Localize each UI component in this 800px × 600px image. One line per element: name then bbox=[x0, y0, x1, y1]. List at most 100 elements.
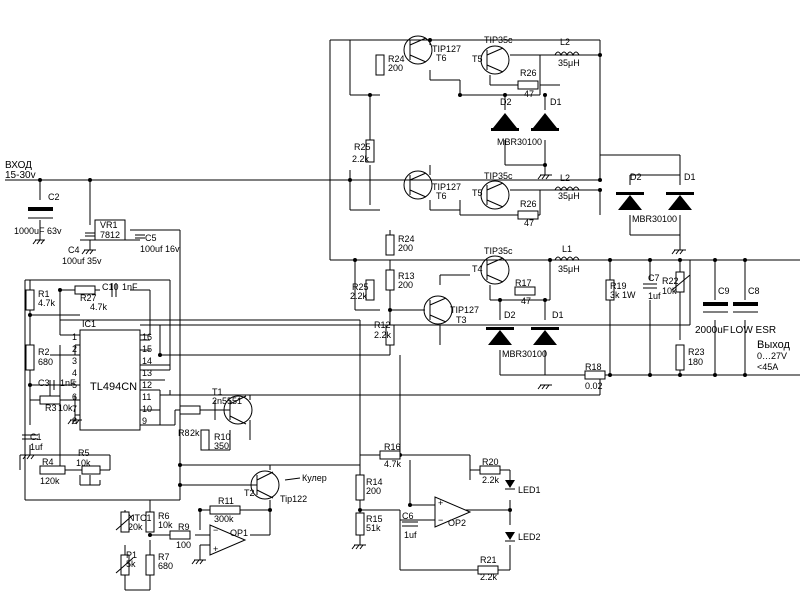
t5-ref: T5 bbox=[472, 188, 483, 198]
capacitor-c3: C3 1nF bbox=[38, 378, 76, 390]
ic1-tl494: IC1 TL494CN 1 2 3 4 5 6 7 8 16 15 14 13 … bbox=[72, 319, 152, 431]
r3-ref: R3 bbox=[45, 403, 57, 413]
c9-ref: C9 bbox=[718, 286, 730, 296]
r21-value: 2.2k bbox=[480, 572, 498, 582]
ntc1-value: 20k bbox=[128, 522, 143, 532]
t6-part: TIP127 bbox=[432, 44, 461, 54]
t5-ref: T5 bbox=[472, 54, 483, 64]
r26-value: 47 bbox=[524, 218, 534, 228]
d1-ref: D1 bbox=[552, 310, 564, 320]
resistor-r2: R2 680 bbox=[25, 344, 53, 371]
indicator-section: R16 4.7k R14 200 R15 51k C6 1uf + − OP2 … bbox=[355, 442, 541, 582]
pin-label: 1 bbox=[72, 332, 77, 342]
r23-ref: R23 bbox=[688, 347, 705, 357]
r2-ref: R2 bbox=[38, 347, 50, 357]
pin-label: 5 bbox=[72, 380, 77, 390]
r6-ref: R6 bbox=[158, 511, 170, 521]
capacitor-c1: C1 1uf bbox=[22, 432, 43, 452]
op2-plus: + bbox=[438, 498, 443, 508]
vr1-part: 7812 bbox=[100, 230, 120, 240]
pin-label: 3 bbox=[72, 356, 77, 366]
r27-ref: R27 bbox=[80, 293, 97, 303]
output-voltage: 0…27V bbox=[757, 351, 787, 361]
r1-ref: R1 bbox=[38, 289, 50, 299]
wiring bbox=[5, 39, 800, 591]
p1-ref: P1 bbox=[126, 550, 137, 560]
r9-ref: R9 bbox=[178, 522, 190, 532]
l1-value: 35μH bbox=[558, 264, 580, 274]
r25-value: 2.2k bbox=[350, 291, 368, 301]
pin-label: 2 bbox=[72, 344, 77, 354]
t6-ref: T6 bbox=[436, 53, 447, 63]
l2-ref: L2 bbox=[560, 173, 570, 183]
r22-ref: R22 bbox=[662, 276, 679, 286]
output-title: Выход bbox=[757, 339, 790, 351]
r21-ref: R21 bbox=[480, 555, 497, 565]
r26-value: 47 bbox=[524, 89, 534, 99]
led1-label: LED1 bbox=[518, 485, 541, 495]
resistor-r3: R3 10k bbox=[39, 395, 73, 413]
c10-value: 1nF bbox=[122, 282, 138, 292]
r10-value: 350 bbox=[214, 441, 229, 451]
r3-value: 10k bbox=[58, 403, 73, 413]
pin-label: 14 bbox=[142, 356, 152, 366]
resistor-r27: R27 4.7k bbox=[74, 285, 108, 312]
pin-label: 15 bbox=[142, 344, 152, 354]
r17-ref: R17 bbox=[515, 278, 532, 288]
r7-value: 680 bbox=[158, 561, 173, 571]
r19-value: 3k 1W bbox=[610, 290, 636, 300]
t6-ref: T6 bbox=[436, 191, 447, 201]
r7-ref: R7 bbox=[158, 552, 170, 562]
c6-ref: C6 bbox=[402, 511, 414, 521]
capacitor-c5: C5 100uf 16v bbox=[135, 233, 180, 254]
r8-value: 2k bbox=[190, 428, 200, 438]
r15-value: 51k bbox=[366, 523, 381, 533]
r18-value: 0.02 bbox=[585, 381, 603, 391]
c5-value: 100uf 16v bbox=[140, 244, 180, 254]
vr1-ref: VR1 bbox=[100, 220, 118, 230]
r23-value: 180 bbox=[688, 357, 703, 367]
diode-part: MBR30100 bbox=[632, 214, 677, 224]
d2-ref: D2 bbox=[630, 172, 642, 182]
resistor-r8: R8 2k bbox=[178, 405, 201, 438]
r8-ref: R8 bbox=[178, 428, 190, 438]
t5-part: TIP35c bbox=[484, 35, 513, 45]
c7-value: 1uf bbox=[648, 291, 661, 301]
r16-value: 4.7k bbox=[384, 459, 402, 469]
r13-value: 200 bbox=[398, 280, 413, 290]
r25-value: 2.2k bbox=[352, 154, 370, 164]
r2-value: 680 bbox=[38, 357, 53, 367]
l2-value: 35μH bbox=[558, 58, 580, 68]
potentiometer-r5: R5 10k bbox=[76, 448, 101, 475]
t2-ref: T2 bbox=[244, 488, 255, 498]
r24-ref: R24 bbox=[388, 54, 405, 64]
c6-value: 1uf bbox=[404, 530, 417, 540]
r13-ref: R13 bbox=[398, 271, 415, 281]
c8-ref: C8 bbox=[748, 286, 760, 296]
r11-ref: R11 bbox=[218, 496, 234, 506]
l2-value: 35μH bbox=[558, 191, 580, 201]
op2-minus: − bbox=[438, 515, 443, 525]
r20-value: 2.2k bbox=[482, 475, 500, 485]
r16-ref: R16 bbox=[384, 442, 401, 452]
c4-ref: C4 bbox=[68, 245, 80, 255]
ground-symbol bbox=[32, 239, 45, 245]
resistor-r10: R10 350 bbox=[200, 429, 231, 451]
r17-value: 47 bbox=[521, 296, 531, 306]
r19-ref: R19 bbox=[610, 281, 627, 291]
regulator-vr1: VR1 7812 bbox=[94, 219, 126, 241]
ic1-part: TL494CN bbox=[90, 381, 137, 393]
cooler-section: T2 Tip122 Кулер R11 300k R9 100 − + OP1 … bbox=[115, 470, 327, 576]
r24-value: 200 bbox=[398, 243, 413, 253]
r10-ref: R10 bbox=[214, 432, 231, 442]
op2-ref: OP2 bbox=[448, 518, 466, 528]
r5-value: 10k bbox=[76, 458, 91, 468]
r25-ref: R25 bbox=[354, 142, 371, 152]
capacitor-c4: C4 100uf 35v bbox=[62, 232, 102, 266]
c5-ref: C5 bbox=[145, 233, 157, 243]
op1-ref: OP1 bbox=[230, 528, 248, 538]
c2-ref: C2 bbox=[48, 192, 60, 202]
t3-ref: T3 bbox=[456, 315, 467, 325]
t2-part: Tip122 bbox=[280, 494, 307, 504]
led2-label: LED2 bbox=[518, 532, 541, 542]
